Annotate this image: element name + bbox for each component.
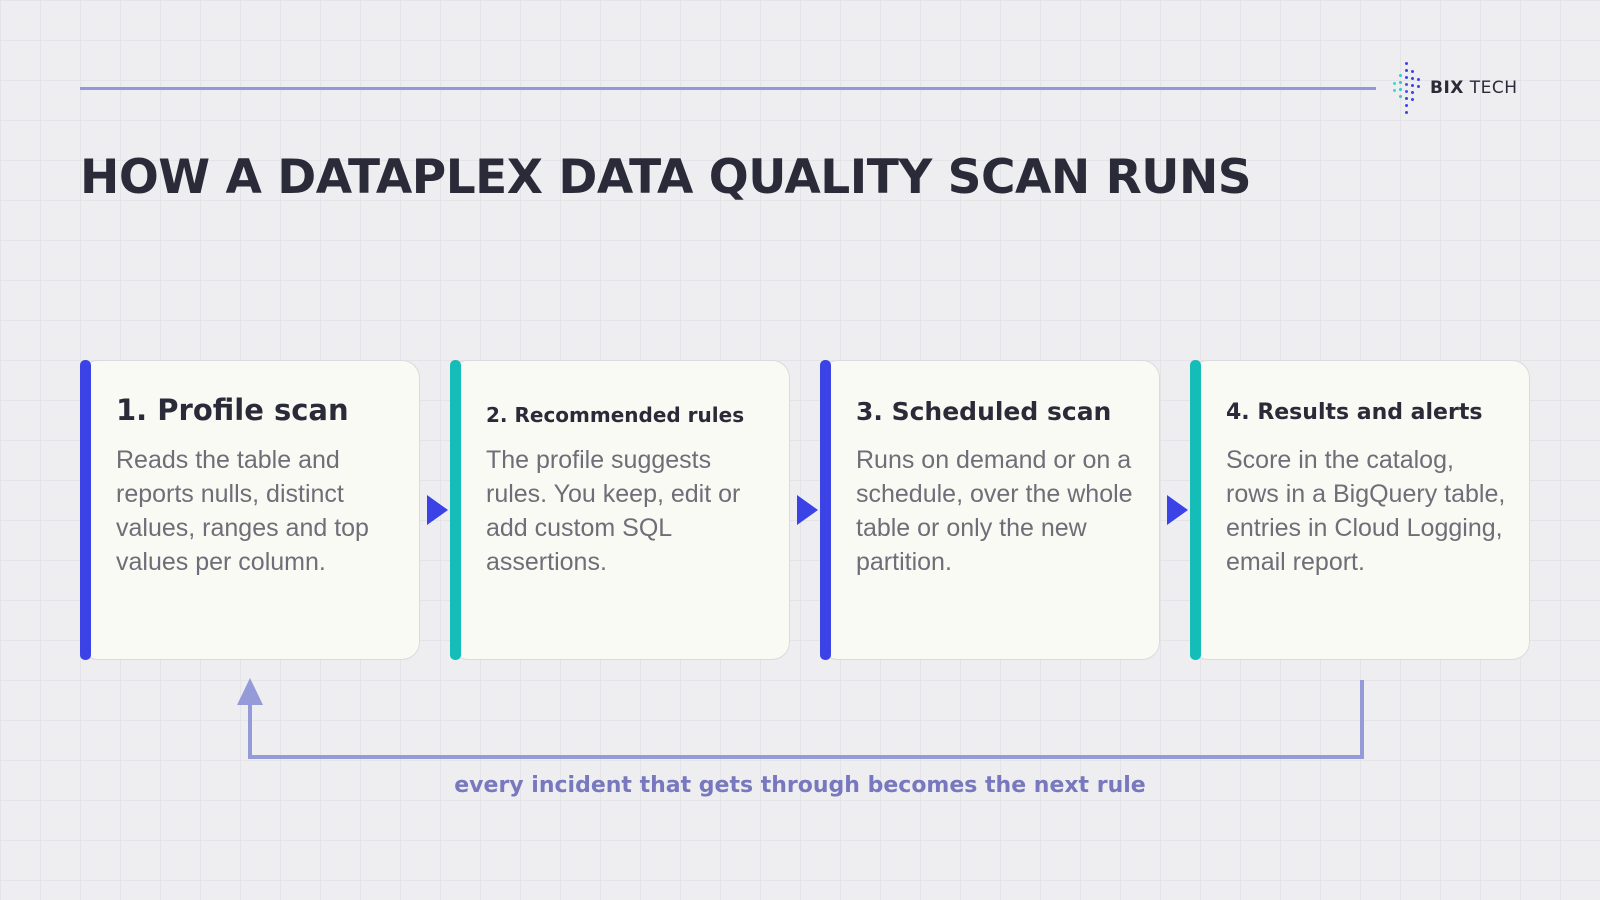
step-description: Runs on demand or on a schedule, over th… [856, 446, 1133, 576]
triangle-right-icon [1167, 495, 1188, 525]
step-card-scheduled-scan: 3. Scheduled scan Runs on demand or on a… [820, 360, 1160, 660]
step-accent-bar [1190, 360, 1201, 660]
arrow-up-icon [237, 678, 263, 705]
step-card-recommended-rules: 2. Recommended rules The profile suggest… [450, 360, 790, 660]
step-accent-bar [80, 360, 91, 660]
brand-name-bold: BIX [1430, 78, 1464, 98]
step-accent-bar [820, 360, 831, 660]
step-description: The profile suggests rules. You keep, ed… [486, 446, 741, 576]
step-description: Reads the table and reports nulls, disti… [116, 446, 369, 576]
step-title: 1. Profile scan [116, 393, 349, 427]
feedback-loop-label: every incident that gets through becomes… [454, 773, 1146, 798]
step-title: 4. Results and alerts [1226, 400, 1483, 425]
bix-tech-logo-icon [1393, 62, 1420, 114]
triangle-right-icon [797, 495, 818, 525]
brand-name-rest: TECH [1469, 78, 1518, 98]
step-accent-bar [450, 360, 461, 660]
step-title: 2. Recommended rules [486, 403, 745, 427]
triangle-right-icon [427, 495, 448, 525]
page-title: HOW A DATAPLEX DATA QUALITY SCAN RUNS [80, 150, 1252, 205]
header-rule [80, 87, 1376, 90]
step-title: 3. Scheduled scan [856, 397, 1112, 426]
brand-logo: BIX TECH [1392, 60, 1518, 116]
step-card-results-and-alerts: 4. Results and alerts Score in the catal… [1190, 360, 1530, 660]
feedback-loop-line [248, 680, 1364, 759]
step-description: Score in the catalog, rows in a BigQuery… [1226, 446, 1506, 576]
brand-name: BIX TECH [1430, 78, 1518, 98]
step-card-profile-scan: 1. Profile scan Reads the table and repo… [80, 360, 420, 660]
